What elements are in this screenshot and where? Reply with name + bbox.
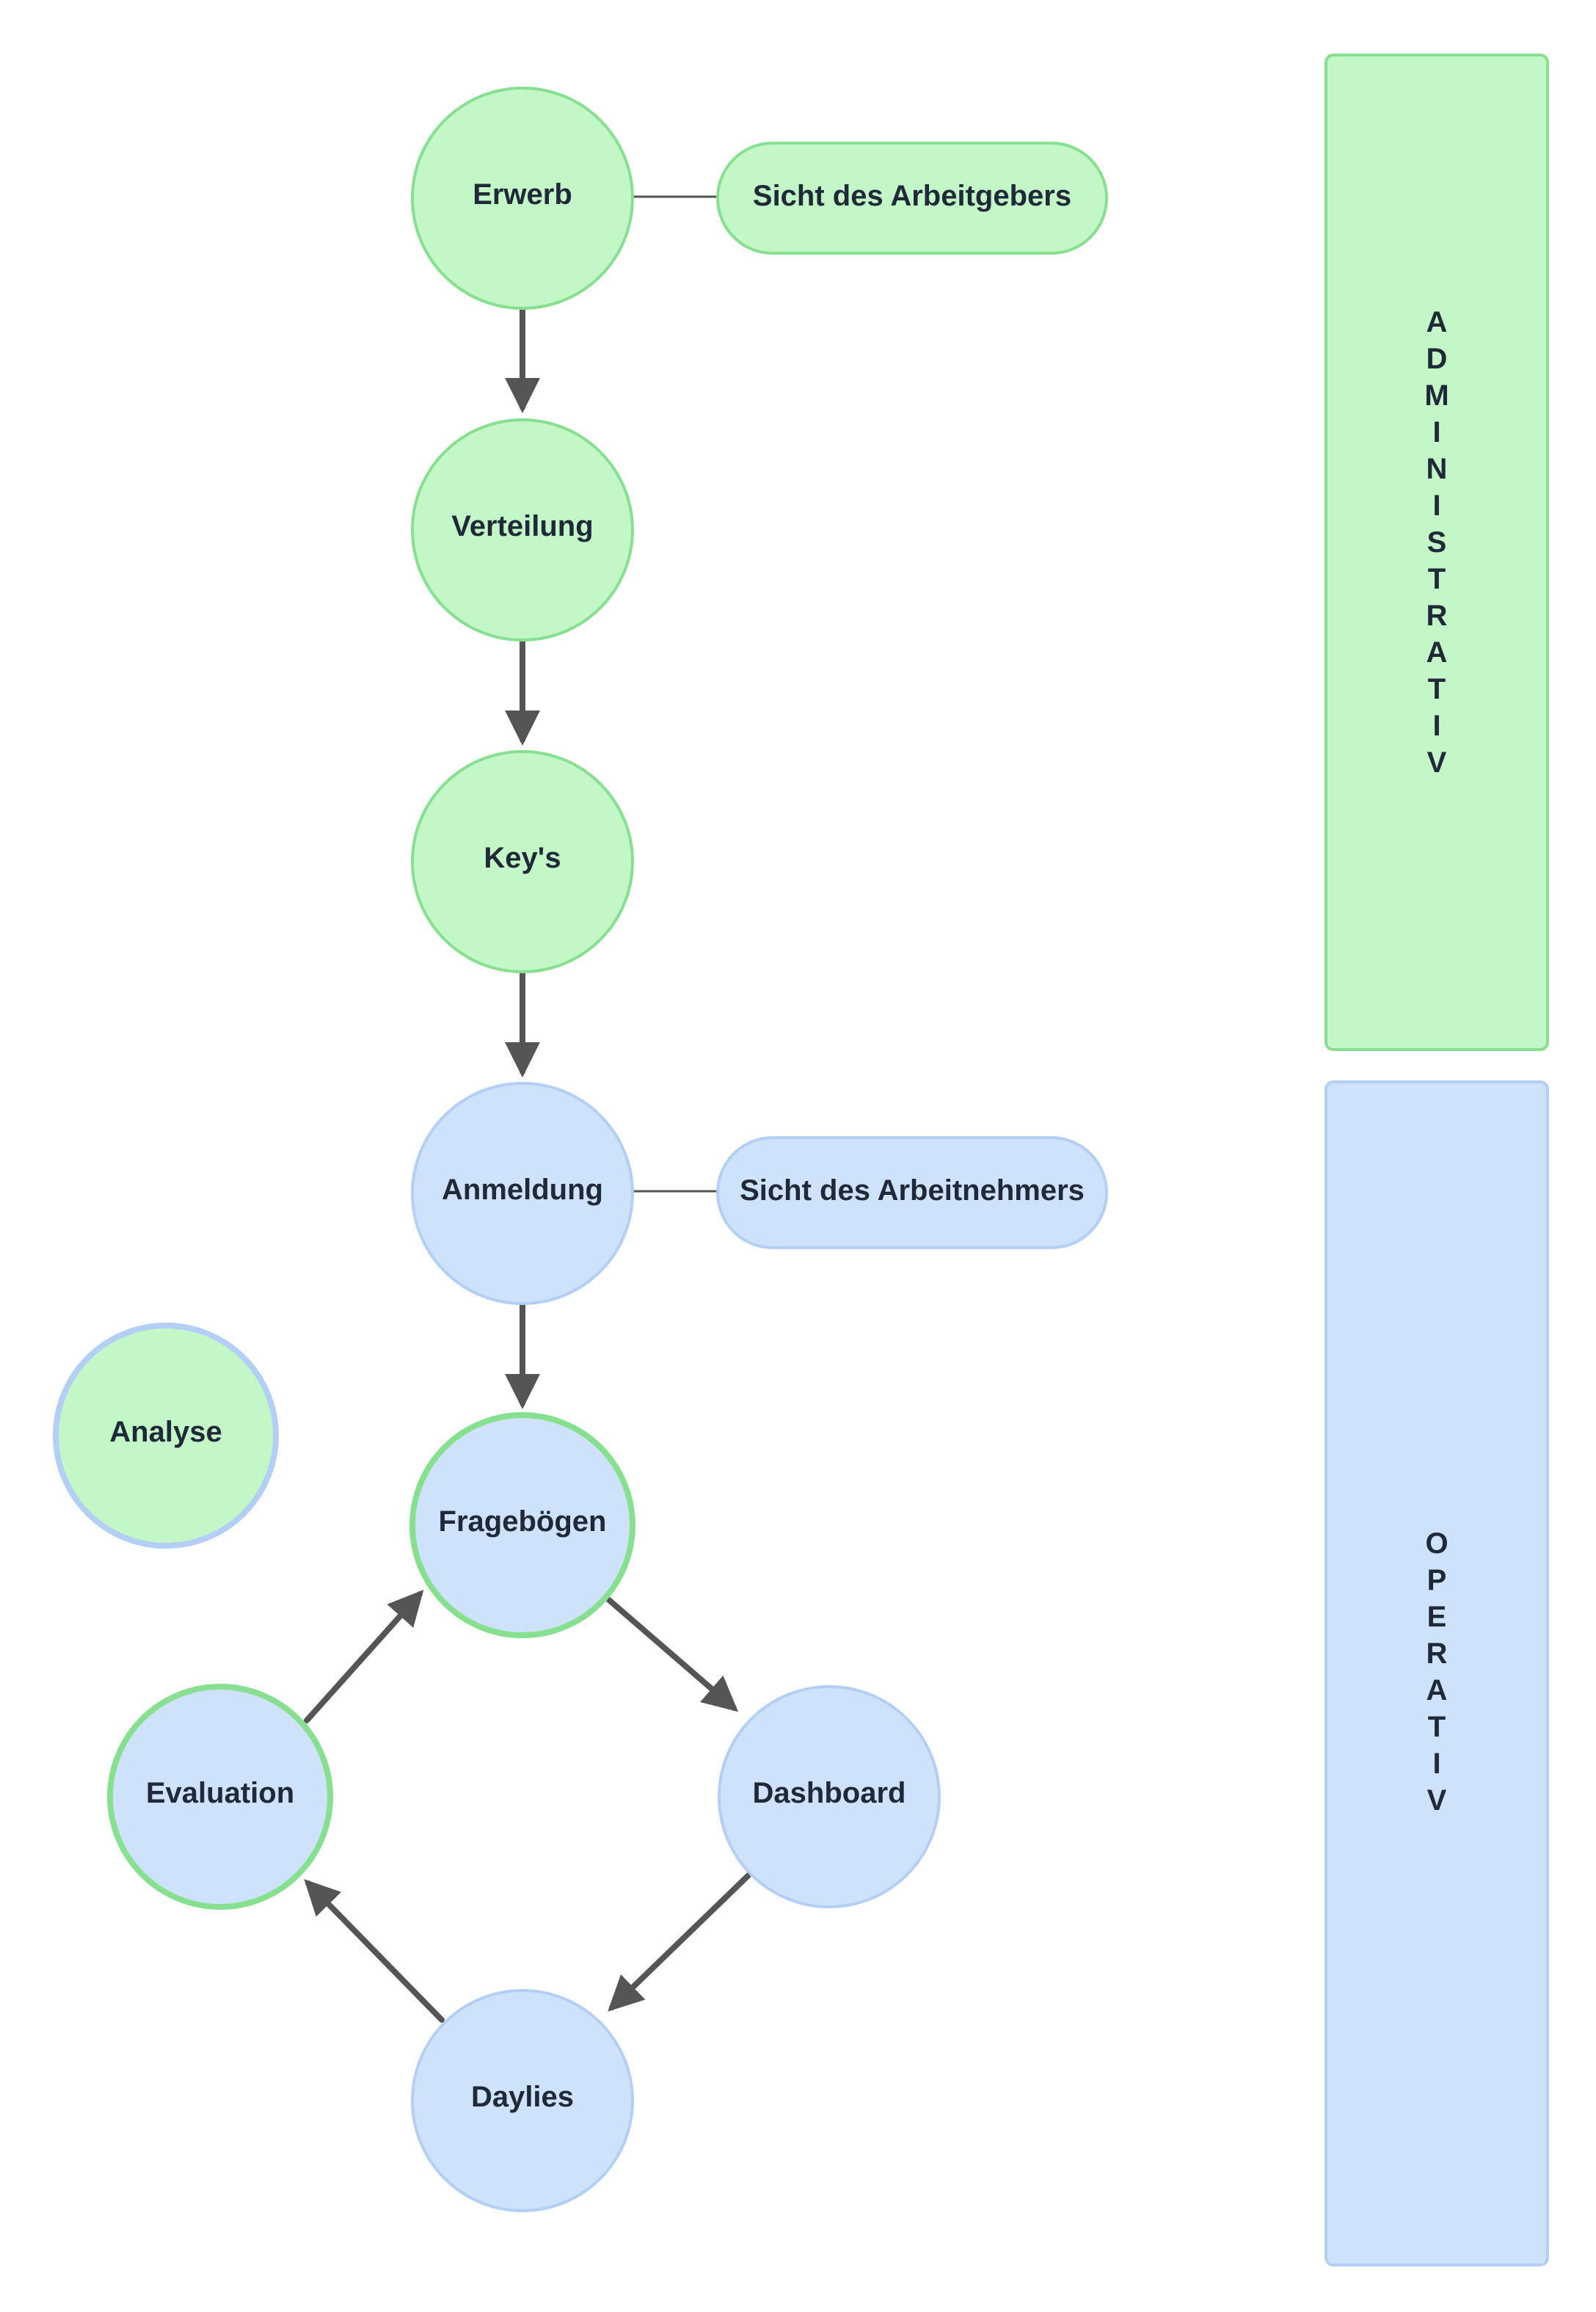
node-anmeldung: Anmeldung	[411, 1082, 634, 1305]
node-erwerb-label: Erwerb	[473, 178, 572, 211]
node-verteilung: Verteilung	[411, 418, 634, 641]
node-verteilung-label: Verteilung	[451, 510, 593, 542]
node-anmeldung-label: Anmeldung	[442, 1174, 603, 1206]
node-erwerb: Erwerb	[411, 87, 634, 310]
label-arbeitnehmer: Sicht des Arbeitnehmers	[716, 1136, 1108, 1249]
node-keys: Key's	[411, 750, 634, 973]
node-frageboegen: Fragebögen	[409, 1412, 635, 1638]
label-arbeitnehmer-text: Sicht des Arbeitnehmers	[740, 1174, 1085, 1207]
arrow-dashboard-daylies	[608, 1872, 751, 2012]
node-daylies: Daylies	[411, 1989, 634, 2212]
node-evaluation-label: Evaluation	[146, 1777, 294, 1809]
node-analyse-label: Analyse	[109, 1416, 222, 1448]
arrow-daylies-evaluation	[304, 1879, 445, 2023]
node-dashboard-label: Dashboard	[753, 1777, 906, 1809]
node-daylies-label: Daylies	[471, 2081, 574, 2113]
arrow-evaluation-frageboegen	[304, 1590, 424, 1723]
label-arbeitgeber-text: Sicht des Arbeitgebers	[753, 180, 1071, 212]
node-frageboegen-label: Fragebögen	[439, 1505, 607, 1538]
node-evaluation: Evaluation	[107, 1684, 333, 1910]
arrow-frageboegen-dashboard	[606, 1597, 739, 1712]
label-arbeitgeber: Sicht des Arbeitgebers	[716, 142, 1108, 255]
node-analyse: Analyse	[53, 1323, 279, 1549]
node-keys-label: Key's	[484, 842, 561, 874]
node-dashboard: Dashboard	[718, 1685, 941, 1908]
